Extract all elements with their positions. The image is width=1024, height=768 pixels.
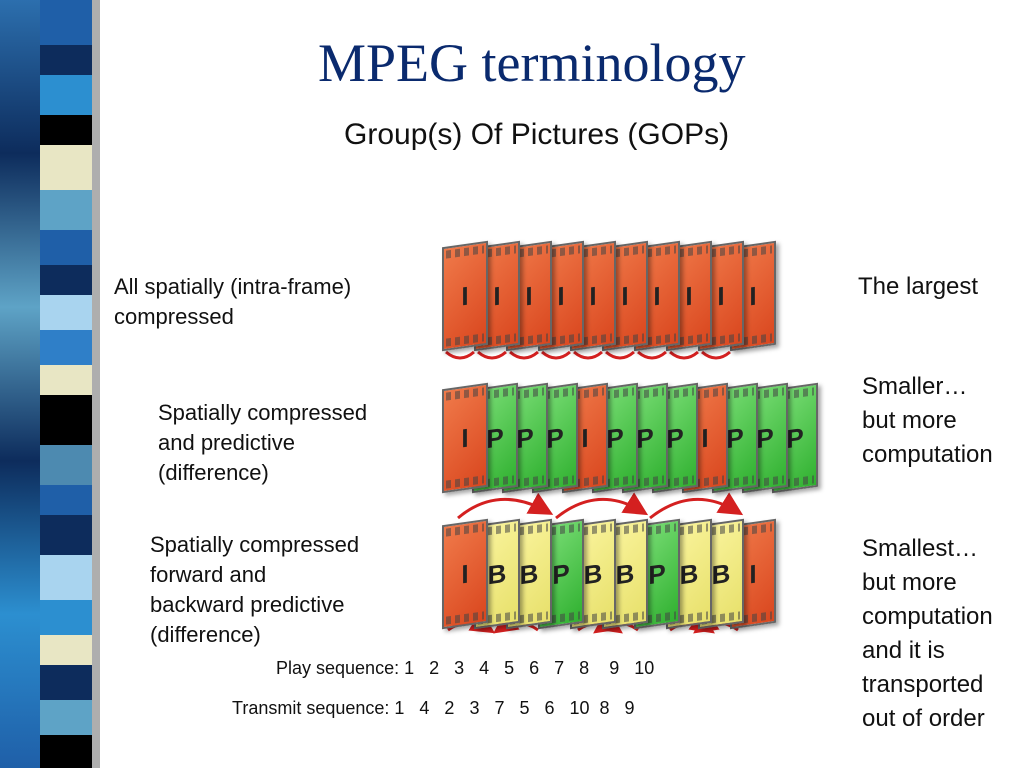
stripe-block — [40, 600, 92, 635]
stripe-block — [40, 0, 92, 45]
row-2-note: Smaller… but more computation — [862, 370, 993, 472]
stripe-block — [40, 365, 92, 395]
stripe-block — [40, 515, 92, 555]
frame-i: I — [442, 382, 488, 494]
row-3-note: Smallest… but more computation and it is… — [862, 532, 993, 736]
stripe-block — [40, 190, 92, 230]
chain-arc — [445, 350, 731, 360]
play-sequence: Play sequence: 1 2 3 4 5 6 7 8 9 10 — [276, 658, 655, 678]
stripe-block — [40, 115, 92, 145]
forward-arc — [649, 492, 744, 520]
stripe-block — [40, 635, 92, 665]
row-1-note: The largest — [858, 270, 978, 304]
row-2-note-line: computation — [862, 441, 993, 468]
stripe-block — [40, 735, 92, 768]
stripe-block — [40, 665, 92, 700]
stripe-block — [40, 295, 92, 330]
frame-i: I — [442, 518, 488, 630]
stripe-block — [40, 395, 92, 445]
stripe-shadow — [92, 0, 100, 768]
stripe-block — [40, 330, 92, 365]
slide-title: MPEG terminology — [318, 33, 746, 93]
row-2-description-line: and predictive — [158, 430, 295, 455]
frame-i: I — [442, 240, 488, 352]
row-1-connectors — [445, 350, 731, 360]
row-1-description-line: All spatially (intra-frame) — [114, 274, 352, 299]
stripe-block — [40, 445, 92, 485]
row-2-note-line: but more — [862, 407, 957, 434]
row-1-description: All spatially (intra-frame) compressed — [114, 272, 351, 332]
row-3-description-line: Spatially compressed — [150, 532, 360, 557]
forward-arc — [457, 492, 554, 520]
row-3-note-line: computation — [862, 603, 993, 630]
row-3-description-line: (difference) — [150, 622, 261, 647]
transmit-sequence: Transmit sequence: 1 4 2 3 7 5 6 10 8 9 — [232, 698, 635, 718]
stripe-block — [40, 485, 92, 515]
stripe-block — [40, 555, 92, 600]
row-2-note-line: Smaller… — [862, 373, 968, 400]
row-1-description-line: compressed — [114, 304, 234, 329]
row-2-description-line: Spatially compressed — [158, 400, 368, 425]
row-2-description: Spatially compressed and predictive (dif… — [158, 398, 367, 488]
row-3-note-line: Smallest… — [862, 535, 979, 562]
row-3-note-line: but more — [862, 569, 957, 596]
stripe-block — [40, 265, 92, 295]
forward-arc — [555, 492, 649, 520]
decorative-left-stripe — [0, 0, 100, 768]
stripe-side — [0, 0, 40, 768]
stripe-block — [40, 145, 92, 190]
row-3-note-line: transported — [862, 671, 984, 698]
row-3-description-line: backward predictive — [150, 592, 345, 617]
stripe-block — [40, 45, 92, 75]
row-1-note-line: The largest — [858, 273, 979, 300]
stripe-block — [40, 700, 92, 735]
row-2-description-line: (difference) — [158, 460, 269, 485]
row-3-note-line: out of order — [862, 705, 985, 732]
row-3-description: Spatially compressed forward and backwar… — [150, 530, 359, 650]
row-3-description-line: forward and — [150, 562, 267, 587]
row-3-note-line: and it is — [862, 637, 945, 664]
slide-subtitle: Group(s) Of Pictures (GOPs) — [344, 118, 730, 151]
stripe-block — [40, 75, 92, 115]
stripe-block — [40, 230, 92, 265]
